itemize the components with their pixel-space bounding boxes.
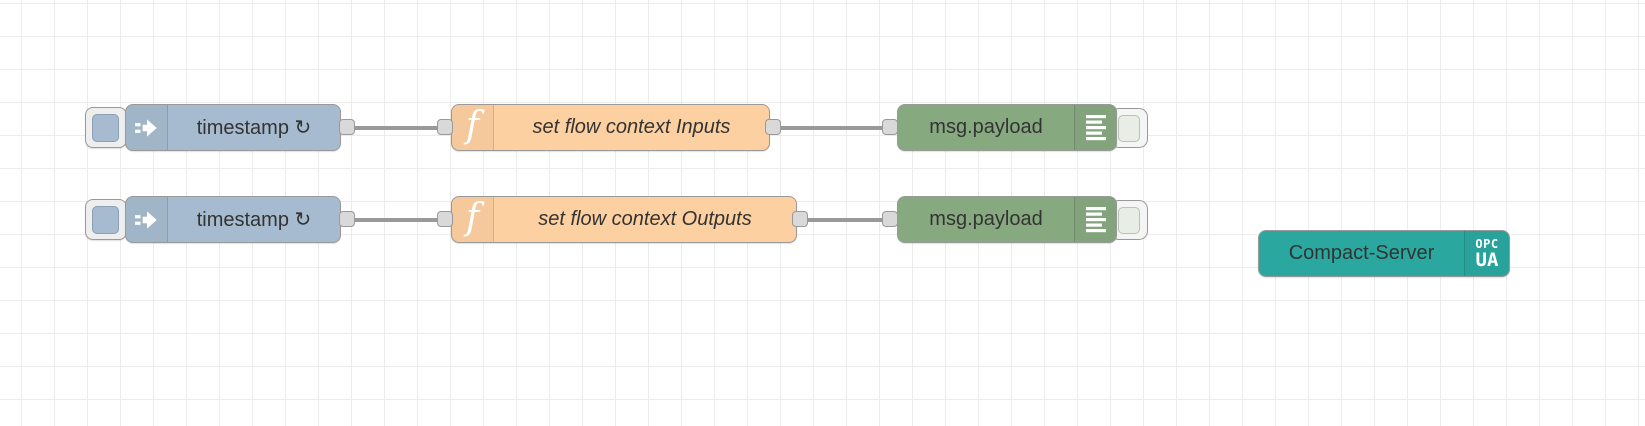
wire-function1-debug1[interactable] <box>773 126 890 130</box>
node-label: timestamp ↻ <box>196 117 312 139</box>
node-label: timestamp ↻ <box>196 209 312 231</box>
port-in-function-2[interactable] <box>437 211 453 227</box>
debug-list-icon <box>1074 197 1116 242</box>
inject-button-inner <box>92 206 119 234</box>
node-label: set flow context Outputs <box>538 208 752 230</box>
debug-toggle-inner <box>1118 115 1140 142</box>
opcua-icon: OPC UA <box>1464 231 1509 276</box>
inject-trigger-button[interactable] <box>85 107 127 148</box>
function-icon: f <box>452 197 494 242</box>
wire-inject1-function1[interactable] <box>347 126 445 130</box>
port-out-inject-2[interactable] <box>339 211 355 227</box>
node-label: msg.payload <box>929 116 1043 138</box>
wire-function2-debug2[interactable] <box>800 218 890 222</box>
node-label: set flow context Inputs <box>532 116 731 138</box>
debug-list-icon <box>1074 105 1116 150</box>
port-in-function-1[interactable] <box>437 119 453 135</box>
node-function-1[interactable]: f set flow context Inputs <box>451 104 770 151</box>
inject-arrow-icon <box>126 105 168 150</box>
opcua-badge-line1: OPC <box>1475 236 1499 251</box>
node-function-2[interactable]: f set flow context Outputs <box>451 196 797 243</box>
inject-trigger-button[interactable] <box>85 199 127 240</box>
debug-toggle-button[interactable] <box>1110 200 1148 240</box>
wire-inject2-function2[interactable] <box>347 218 445 222</box>
function-icon: f <box>452 105 494 150</box>
opcua-badge-line2: UA <box>1475 248 1499 271</box>
debug-toggle-inner <box>1118 207 1140 234</box>
port-out-function-2[interactable] <box>792 211 808 227</box>
port-out-inject-1[interactable] <box>339 119 355 135</box>
node-label: Compact-Server <box>1288 242 1435 264</box>
port-in-debug-1[interactable] <box>882 119 898 135</box>
node-debug-1[interactable]: msg.payload <box>897 104 1117 151</box>
port-out-function-1[interactable] <box>765 119 781 135</box>
node-opcua-compact-server[interactable]: Compact-Server OPC UA <box>1258 230 1510 277</box>
node-inject-2[interactable]: timestamp ↻ <box>125 196 341 243</box>
port-in-debug-2[interactable] <box>882 211 898 227</box>
inject-arrow-icon <box>126 197 168 242</box>
node-inject-1[interactable]: timestamp ↻ <box>125 104 341 151</box>
node-label: msg.payload <box>929 208 1043 230</box>
node-debug-2[interactable]: msg.payload <box>897 196 1117 243</box>
inject-button-inner <box>92 114 119 142</box>
